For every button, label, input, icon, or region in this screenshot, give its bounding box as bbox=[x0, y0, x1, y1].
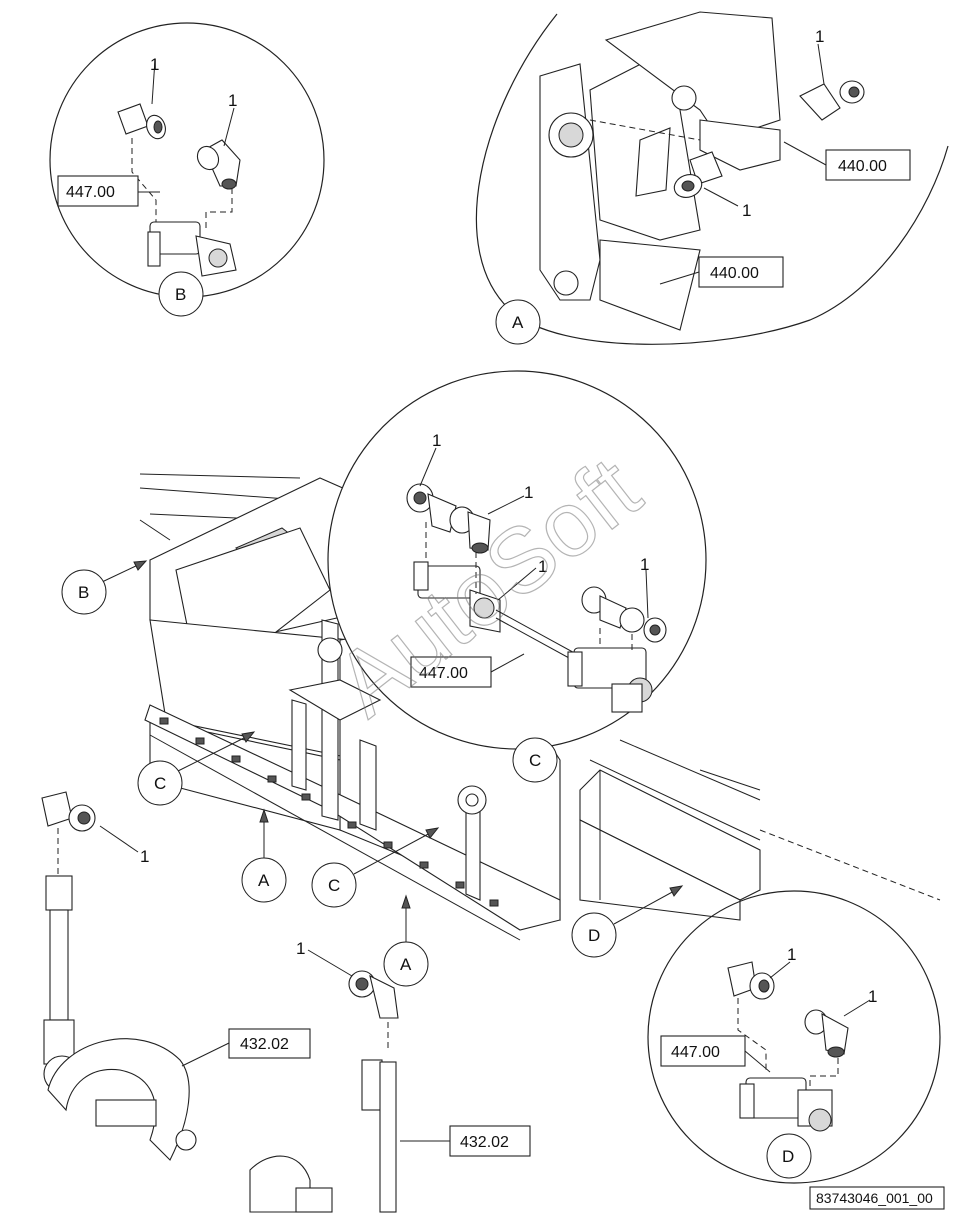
elbow-fitting-icon bbox=[196, 139, 241, 190]
detail-view-b: 1 1 447.00 B bbox=[49, 22, 325, 317]
part-number-label: 1 bbox=[815, 27, 824, 46]
view-letter-c: C bbox=[529, 751, 541, 770]
part-number-label: 1 bbox=[432, 431, 441, 450]
actuator-icon bbox=[413, 561, 501, 633]
view-letter-b: B bbox=[78, 583, 89, 602]
view-letter-d: D bbox=[782, 1147, 794, 1166]
reference-447: 447.00 bbox=[419, 665, 468, 682]
part-number-label: 1 bbox=[742, 201, 751, 220]
elbow-fitting-icon bbox=[673, 151, 723, 198]
part-number-label: 1 bbox=[150, 55, 159, 74]
actuator-icon bbox=[567, 647, 653, 713]
part-number-label: 1 bbox=[140, 847, 149, 866]
reference-447: 447.00 bbox=[671, 1044, 720, 1061]
part-number-label: 1 bbox=[228, 91, 237, 110]
part-number-label: 1 bbox=[296, 939, 305, 958]
detail-view-a: 1 1 440.00 440.00 A bbox=[475, 11, 949, 345]
view-letter-b: B bbox=[175, 285, 186, 304]
view-letter-c: C bbox=[328, 876, 340, 895]
elbow-fitting-icon bbox=[619, 607, 667, 643]
view-letter-a: A bbox=[400, 955, 412, 974]
reference-440: 440.00 bbox=[838, 158, 887, 175]
reference-432: 432.02 bbox=[460, 1134, 509, 1151]
detail-view-c: 1 1 1 1 447.00 C bbox=[327, 370, 707, 783]
view-letter-a: A bbox=[512, 313, 524, 332]
elbow-fitting-icon bbox=[727, 961, 775, 1000]
rail-bolts bbox=[159, 717, 499, 907]
part-number-label: 1 bbox=[640, 555, 649, 574]
view-markers: B C A C A D bbox=[61, 560, 684, 987]
bottom-center-assembly: 1 432.02 bbox=[249, 939, 531, 1213]
part-number-label: 1 bbox=[538, 557, 547, 576]
part-number-label: 1 bbox=[787, 945, 796, 964]
drawing-id: 83743046_001_00 bbox=[816, 1190, 933, 1206]
bottom-left-assembly: 1 432.02 bbox=[41, 791, 311, 1161]
view-letter-a: A bbox=[258, 871, 270, 890]
part-number-label: 1 bbox=[524, 483, 533, 502]
reference-432: 432.02 bbox=[240, 1036, 289, 1053]
elbow-fitting-icon bbox=[449, 506, 491, 554]
elbow-fitting-icon bbox=[348, 970, 399, 1019]
elbow-fitting-icon bbox=[799, 80, 865, 121]
detail-view-d: 1 1 447.00 D bbox=[647, 890, 941, 1184]
view-letter-c: C bbox=[154, 774, 166, 793]
elbow-fitting-icon bbox=[41, 791, 96, 832]
elbow-fitting-icon bbox=[804, 1009, 849, 1058]
view-letter-d: D bbox=[588, 926, 600, 945]
elbow-fitting-icon bbox=[406, 483, 457, 533]
elbow-fitting-icon bbox=[117, 103, 166, 140]
part-number-label: 1 bbox=[868, 987, 877, 1006]
actuator-icon bbox=[147, 221, 237, 277]
actuator-icon bbox=[739, 1077, 833, 1132]
reference-447: 447.00 bbox=[66, 184, 115, 201]
reference-440: 440.00 bbox=[710, 265, 759, 282]
